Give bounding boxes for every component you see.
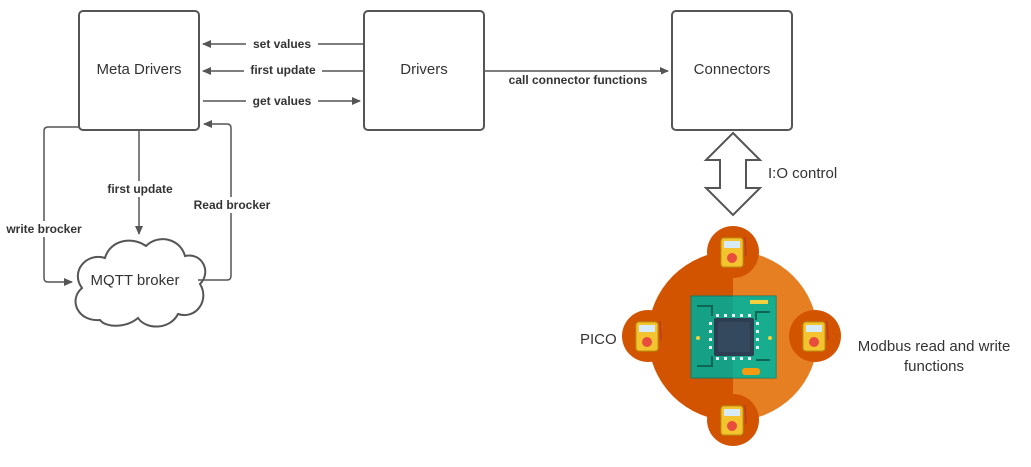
mqtt-broker-label: MQTT broker bbox=[91, 272, 180, 289]
connectors-label: Connectors bbox=[694, 61, 771, 78]
edge-first-update-down: first update bbox=[100, 130, 180, 235]
io-control-label: I:O control bbox=[768, 165, 837, 182]
edge-write-brocker: write brocker bbox=[2, 126, 88, 286]
modbus-label-line2: functions bbox=[904, 358, 964, 375]
drivers-label: Drivers bbox=[400, 61, 448, 78]
first-update-top-label: first update bbox=[250, 63, 316, 77]
meta-drivers-node: Meta Drivers bbox=[78, 10, 200, 131]
connectors-node: Connectors bbox=[671, 10, 793, 131]
circuit-board-icon bbox=[690, 295, 777, 379]
write-brocker-label: write brocker bbox=[5, 222, 82, 236]
get-values-label: get values bbox=[253, 94, 312, 108]
meta-drivers-label: Meta Drivers bbox=[96, 61, 181, 78]
pico-illustration bbox=[622, 226, 841, 446]
multimeter-icon-top bbox=[707, 226, 759, 278]
cloud-shape bbox=[74, 238, 207, 328]
edge-call-connector: call connector functions bbox=[484, 67, 669, 88]
pico-label: PICO bbox=[580, 331, 617, 348]
edge-get-values: get values bbox=[203, 93, 361, 109]
multimeter-icon-right bbox=[789, 310, 841, 362]
read-brocker-label: Read brocker bbox=[194, 198, 271, 212]
call-connector-label: call connector functions bbox=[509, 73, 648, 87]
edge-read-brocker: Read brocker bbox=[188, 120, 276, 281]
io-double-arrow bbox=[703, 131, 763, 217]
multimeter-icon-left bbox=[622, 310, 674, 362]
edge-set-values: set values bbox=[202, 36, 364, 52]
edge-first-update-top: first update bbox=[202, 62, 364, 78]
drivers-node: Drivers bbox=[363, 10, 485, 131]
mqtt-broker-node: MQTT broker bbox=[74, 238, 207, 328]
set-values-label: set values bbox=[253, 37, 311, 51]
modbus-label-line1: Modbus read and write bbox=[858, 338, 1011, 355]
multimeter-icon-bottom bbox=[707, 394, 759, 446]
first-update-down-label: first update bbox=[107, 182, 173, 196]
